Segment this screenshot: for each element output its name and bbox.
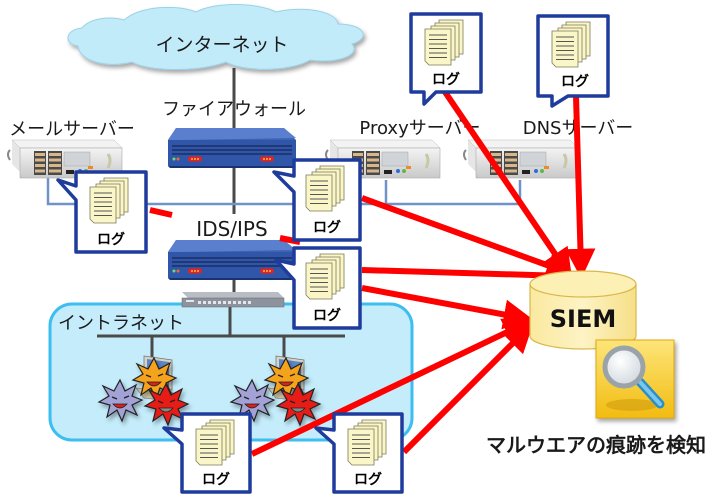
switch <box>181 292 285 308</box>
log-flow-arrows <box>149 90 596 457</box>
mail-server-label: メールサーバー <box>9 119 135 140</box>
database-top <box>529 270 637 298</box>
log-label: ログ <box>561 73 589 90</box>
internet-cloud <box>67 4 364 70</box>
log-callout-pc-1: ログ <box>162 412 252 494</box>
intranet-label: イントラネット <box>58 313 184 334</box>
network-appliance-icon <box>167 127 297 169</box>
arrow-ids2-to-siem <box>361 285 534 330</box>
firewall-appliance <box>167 127 297 169</box>
cloud-icon <box>67 4 364 70</box>
log-callout-proxy: ログ <box>409 12 483 106</box>
arrow-firewall-to-siem <box>360 195 577 280</box>
ids-label-bg <box>180 214 290 240</box>
log-callout-firewall: ログ <box>272 158 362 242</box>
log-label: ログ <box>354 471 382 488</box>
log-label: ログ <box>432 71 460 88</box>
log-label: ログ <box>313 219 341 236</box>
malware-virus-icon <box>132 357 177 400</box>
malware-virus-icon <box>98 379 143 422</box>
log-callout-ids-ips: ログ <box>274 246 362 330</box>
siem-database: SIEM <box>529 270 637 350</box>
arrow-pc2-to-siem <box>401 322 534 455</box>
switch-icon <box>182 292 284 298</box>
detection-caption: マルウエアの痕跡を検知 <box>486 433 706 457</box>
malware-virus-icon <box>276 383 321 426</box>
switch-ports <box>186 300 251 304</box>
log-callout-pc-2: ログ <box>314 412 404 494</box>
detection-magnifier <box>595 339 675 419</box>
firewall-label: ファイアウォール <box>162 99 306 120</box>
log-callout-dns: ログ <box>536 14 610 108</box>
arrow-dns-to-siem <box>565 95 596 279</box>
magnifier-icon <box>602 345 665 409</box>
magnifier-shadow <box>606 399 658 411</box>
malware-virus-icon <box>230 379 275 422</box>
arrow-pc1-to-siem <box>250 318 534 457</box>
dmz-link <box>46 178 522 206</box>
proxy-server-label: Proxyサーバー <box>359 118 480 139</box>
arrow-ids-to-siem <box>361 260 577 291</box>
internet-label: インターネット <box>155 34 288 56</box>
arrow-proxy-to-siem <box>442 90 573 279</box>
malware-virus-icon <box>264 357 309 400</box>
log-label: ログ <box>202 471 230 488</box>
log-label: ログ <box>313 307 341 324</box>
malware-virus-icon <box>144 383 189 426</box>
siem-label: SIEM <box>550 305 617 333</box>
log-label: ログ <box>97 231 125 248</box>
ids-ips-label: IDS/IPS <box>196 217 267 241</box>
malware-group-2 <box>230 357 321 426</box>
arrow-mail-segment <box>149 207 173 218</box>
log-callout-mail-server: ログ <box>56 170 148 254</box>
malware-group-1 <box>98 357 189 426</box>
